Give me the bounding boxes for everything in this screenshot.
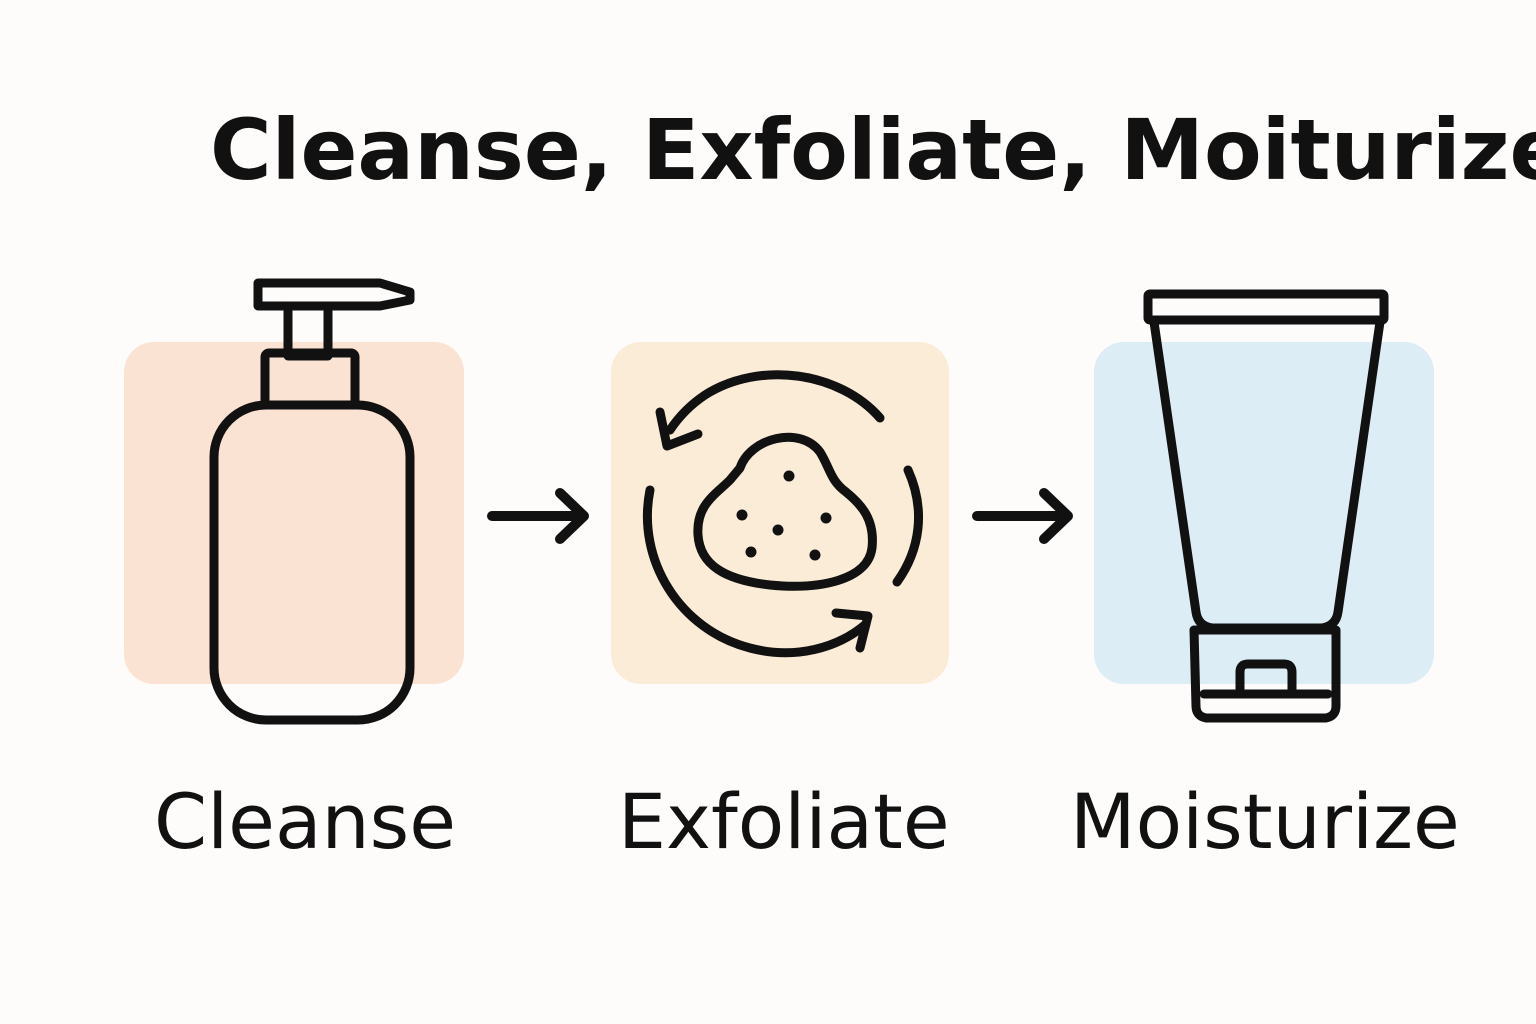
step-exfoliate [611, 342, 949, 684]
step-label-exfoliate: Exfoliate [618, 777, 950, 866]
step-label-cleanse: Cleanse [154, 777, 457, 866]
scrub-circular-icon [642, 370, 924, 658]
step-cleanse [124, 278, 464, 725]
cleanse-background-tile [124, 342, 464, 684]
moisturize-background-tile [1094, 342, 1434, 684]
diagram-title: Cleanse, Exfoliate, Moiturize [210, 101, 1536, 199]
cream-tube-icon [1143, 289, 1389, 723]
pump-bottle-icon [209, 278, 415, 725]
arrow-right-icon [487, 488, 589, 544]
arrow-right-icon [972, 488, 1073, 544]
scrub-particles [736, 470, 832, 561]
step-moisturize [1094, 289, 1434, 723]
step-label-moisturize: Moisturize [1070, 777, 1460, 866]
exfoliate-background-tile [611, 342, 949, 684]
